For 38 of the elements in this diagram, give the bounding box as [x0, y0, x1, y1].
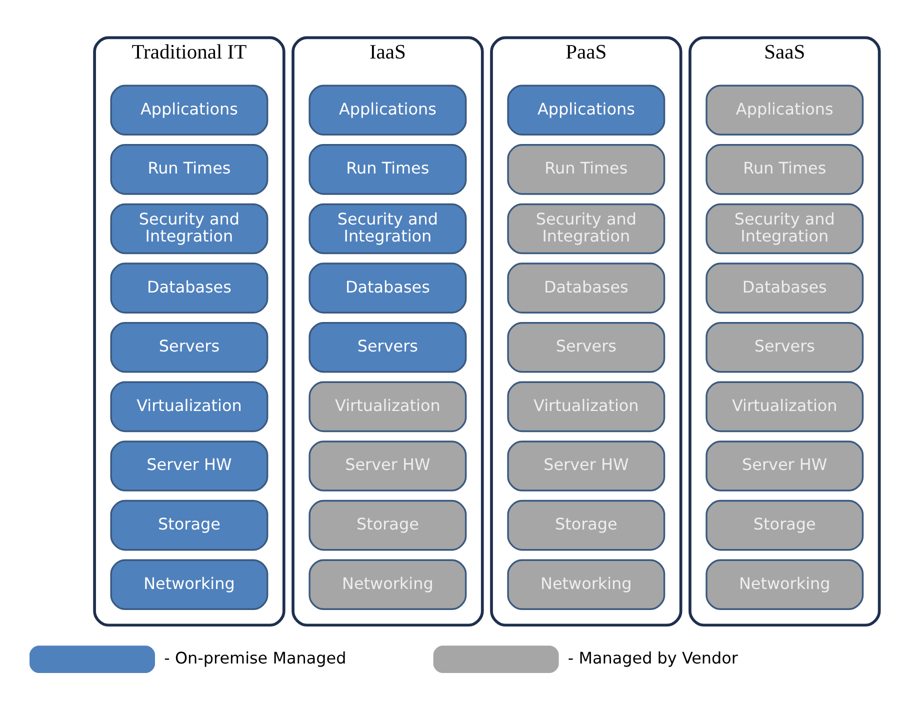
- node-box: Security and Integration: [705, 203, 864, 254]
- node-box: Run Times: [110, 144, 268, 195]
- node-box: Networking: [308, 559, 466, 610]
- node-box: Virtualization: [110, 381, 268, 432]
- node-box: Run Times: [705, 144, 864, 195]
- node-box: Databases: [110, 262, 268, 314]
- node-box: Storage: [110, 500, 268, 551]
- node-box: Networking: [110, 559, 268, 610]
- node-box: Networking: [506, 559, 665, 610]
- node-box: Databases: [506, 262, 665, 314]
- node-box: Servers: [506, 322, 665, 373]
- node-box: Servers: [308, 322, 466, 373]
- legend-label: - Managed by Vendor: [567, 648, 738, 668]
- node-box: Run Times: [506, 144, 665, 195]
- node-box: Networking: [705, 559, 864, 610]
- node-box: Storage: [308, 500, 466, 551]
- node-box: Virtualization: [506, 381, 665, 432]
- node-box: Server HW: [506, 440, 665, 492]
- node-box: Server HW: [110, 440, 268, 492]
- legend-label: - On-premise Managed: [164, 648, 346, 668]
- node-box: Server HW: [308, 440, 466, 492]
- node-box: Applications: [110, 84, 268, 136]
- node-box: Applications: [308, 84, 466, 136]
- node-box: Security and Integration: [506, 203, 665, 254]
- node-box: Virtualization: [705, 381, 864, 432]
- node-box: Security and Integration: [110, 203, 268, 254]
- node-box: Databases: [308, 262, 466, 314]
- node-box: Run Times: [308, 144, 466, 195]
- node-box: Storage: [705, 500, 864, 551]
- node-box: Databases: [705, 262, 864, 314]
- node-box: Storage: [506, 500, 665, 551]
- node-box: Servers: [705, 322, 864, 373]
- node-box: Applications: [705, 84, 864, 136]
- node-box: Applications: [506, 84, 665, 136]
- node-box: Security and Integration: [308, 203, 466, 254]
- node-box: Virtualization: [308, 381, 466, 432]
- node-box: Servers: [110, 322, 268, 373]
- node-box: Server HW: [705, 440, 864, 492]
